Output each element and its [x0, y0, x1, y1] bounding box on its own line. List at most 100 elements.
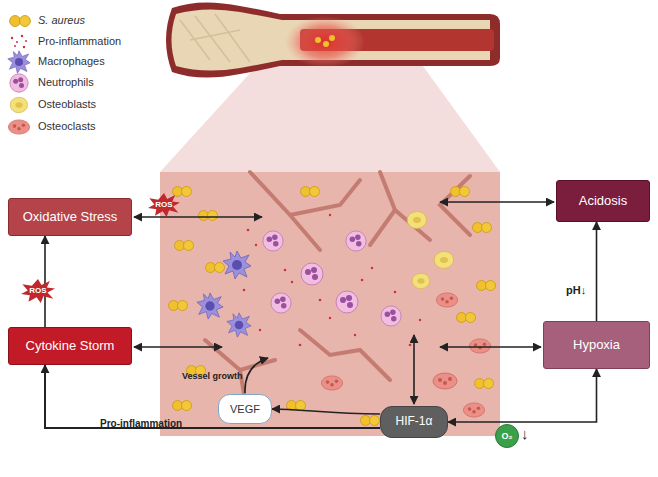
dot: [259, 329, 261, 331]
bacteria-icon: [451, 187, 470, 197]
dot: [394, 291, 397, 294]
bacteria-icon: [169, 301, 188, 311]
vessel: [300, 330, 390, 380]
ros-burst: ROS: [21, 279, 55, 303]
dot: [329, 317, 331, 319]
bacteria-icon: [173, 401, 192, 411]
node-text: Acidosis: [579, 194, 627, 209]
vessel: [440, 176, 470, 235]
infection-focus: [285, 16, 365, 68]
legend-icon: [8, 51, 30, 73]
annotation: Vessel growth: [182, 372, 243, 382]
dot: [23, 46, 25, 48]
legend-text: S. aureus: [38, 14, 85, 26]
process-box: Hypoxia: [543, 321, 650, 369]
edge-label: Pro-inflammation: [100, 418, 182, 429]
macrophage-icon: [197, 293, 223, 319]
osteoblast-icon: [434, 252, 453, 269]
connector-arrow: [272, 409, 380, 414]
panel-links: [134, 202, 554, 404]
bone-illustration: [166, 2, 500, 77]
connector-arrow: [448, 369, 597, 422]
osteoclast-icon: [463, 403, 484, 417]
dot: [371, 267, 373, 269]
dot: [409, 344, 412, 347]
bacteria-icon: [473, 223, 492, 233]
edge-label: pH↓: [566, 284, 586, 296]
bacteria-icon: [206, 263, 225, 273]
bacteria-icon: [361, 416, 380, 426]
bacteria-icon: [475, 379, 494, 389]
legend-icon: [10, 16, 31, 27]
macrophage-icon: [223, 251, 251, 279]
dot: [329, 214, 331, 216]
process-box: Cytokine Storm: [8, 327, 132, 365]
osteoblast-icon: [407, 212, 426, 229]
trabeculae: [180, 14, 250, 62]
dot: [243, 289, 246, 292]
double-arrow: [413, 335, 415, 404]
dot: [25, 40, 27, 42]
node-text: VEGF: [230, 403, 260, 416]
bacteria: [323, 41, 329, 47]
osteoclast-icon: [433, 373, 457, 389]
dot: [354, 334, 356, 336]
double-arrow: [134, 346, 222, 348]
osteoblast-icon: [412, 273, 429, 288]
osteoclast-icon: [436, 293, 457, 307]
dot: [284, 269, 287, 272]
bacteria-icon: [301, 187, 320, 197]
neutrophil-icon: [381, 306, 401, 326]
bacteria: [329, 35, 335, 41]
dot: [299, 344, 302, 347]
legend-icon: [10, 74, 28, 92]
vessel: [370, 172, 430, 245]
legend-icon: [10, 97, 27, 112]
cytokine-dots: [243, 214, 421, 347]
dot: [319, 299, 322, 302]
arrow-symbol: ↓: [521, 426, 529, 443]
legend-text: Osteoclasts: [38, 120, 95, 132]
node-text: Oxidative Stress: [23, 210, 118, 225]
dot: [255, 244, 257, 246]
node-text: O₂: [502, 431, 513, 441]
dot: [14, 45, 16, 47]
dot: [247, 229, 250, 232]
neutrophil-icon: [271, 293, 291, 313]
connector-arrow: [44, 236, 46, 327]
dot: [11, 37, 13, 39]
dot: [361, 279, 364, 282]
bacteria-icon: [199, 211, 218, 221]
node-text: Cytokine Storm: [26, 339, 115, 354]
bacteria-icon: [457, 313, 476, 323]
double-arrow: [134, 216, 262, 218]
dot: [291, 281, 293, 283]
legend-icon: [8, 120, 29, 134]
double-arrow: [440, 201, 554, 203]
oxygen-circle: O₂: [495, 424, 519, 448]
process-box: Acidosis: [556, 180, 650, 222]
neutrophil-icon: [263, 231, 283, 251]
neutrophil-icon: [301, 263, 323, 285]
osteoclast-icon: [469, 339, 490, 353]
neutrophil-icon: [346, 231, 366, 251]
zoom-cone: [160, 62, 500, 172]
connector-arrow: [596, 222, 598, 321]
neutrophil-icon: [336, 291, 358, 313]
circle-shape: [496, 425, 519, 448]
connector-arrow: [45, 365, 380, 428]
process-box: Oxidative Stress: [8, 198, 132, 236]
dot: [419, 319, 421, 321]
node-text: Hypoxia: [573, 338, 620, 353]
bone-cortex: [166, 2, 500, 77]
legend-text: Neutrophils: [38, 76, 94, 88]
bacteria-icon: [173, 187, 192, 197]
bacteria: [315, 37, 321, 43]
vessel: [205, 340, 275, 400]
osteoclast-icon: [321, 376, 342, 390]
legend-text: Pro-inflammation: [38, 35, 121, 47]
legend-icon: [11, 35, 27, 48]
node-text: HIF-1α: [396, 415, 433, 429]
